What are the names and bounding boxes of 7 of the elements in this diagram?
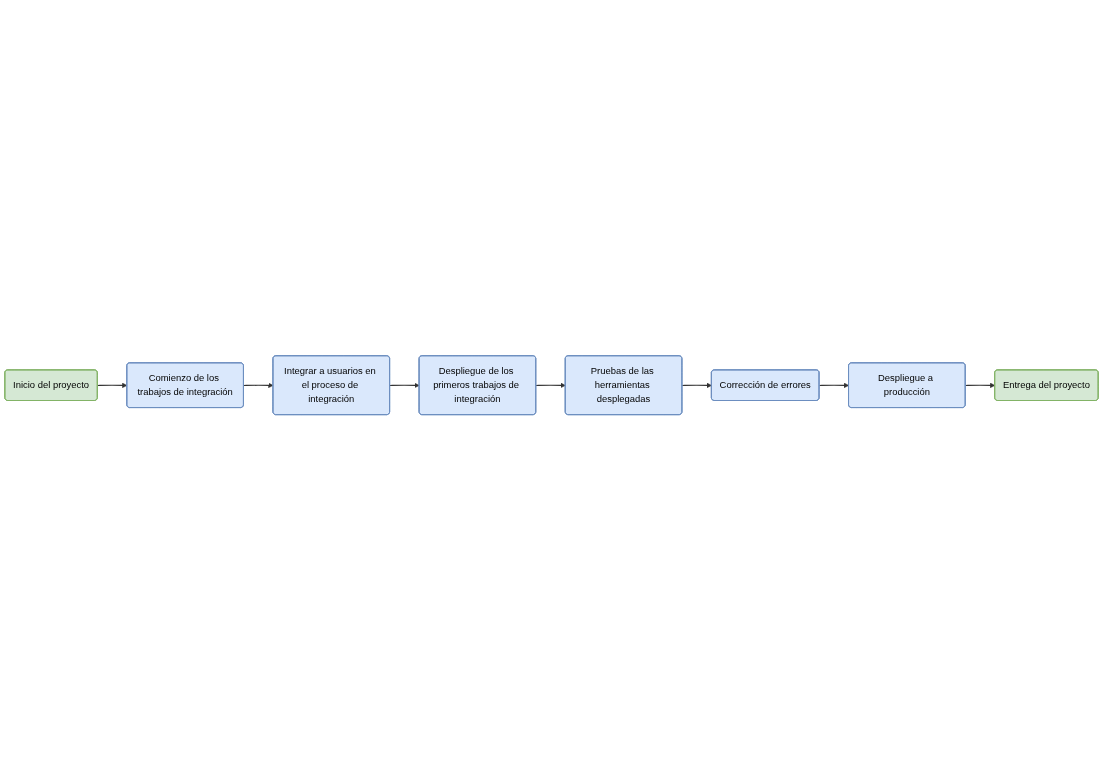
arrow (97, 382, 128, 388)
arrow (964, 382, 996, 388)
arrow (818, 382, 850, 388)
arrow (681, 382, 712, 388)
arrow (389, 382, 420, 388)
arrow (243, 382, 274, 388)
arrow (535, 382, 566, 388)
